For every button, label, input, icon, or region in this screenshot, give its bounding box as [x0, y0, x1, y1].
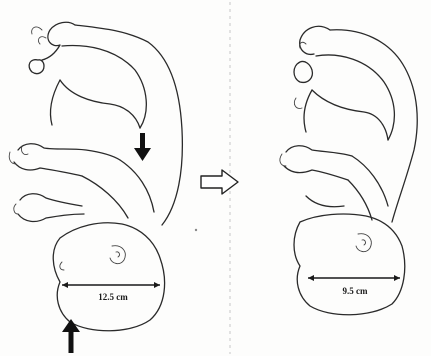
fetus-left-illustration: [9, 22, 182, 330]
fetus-right-illustration: [280, 26, 417, 314]
scan-speck: [195, 229, 197, 231]
measurement-tick-right-b: [394, 275, 400, 281]
measurement-label-left: 12.5 cm: [98, 292, 128, 302]
down-arrow: [134, 133, 151, 161]
measurement-label-right: 9.5 cm: [343, 286, 368, 296]
measurement-tick-left-b: [154, 282, 160, 288]
measurement-tick-left-a: [62, 282, 68, 288]
up-arrow: [62, 319, 80, 353]
hollow-right-arrow: [201, 170, 238, 194]
measurement-tick-right-a: [308, 275, 314, 281]
